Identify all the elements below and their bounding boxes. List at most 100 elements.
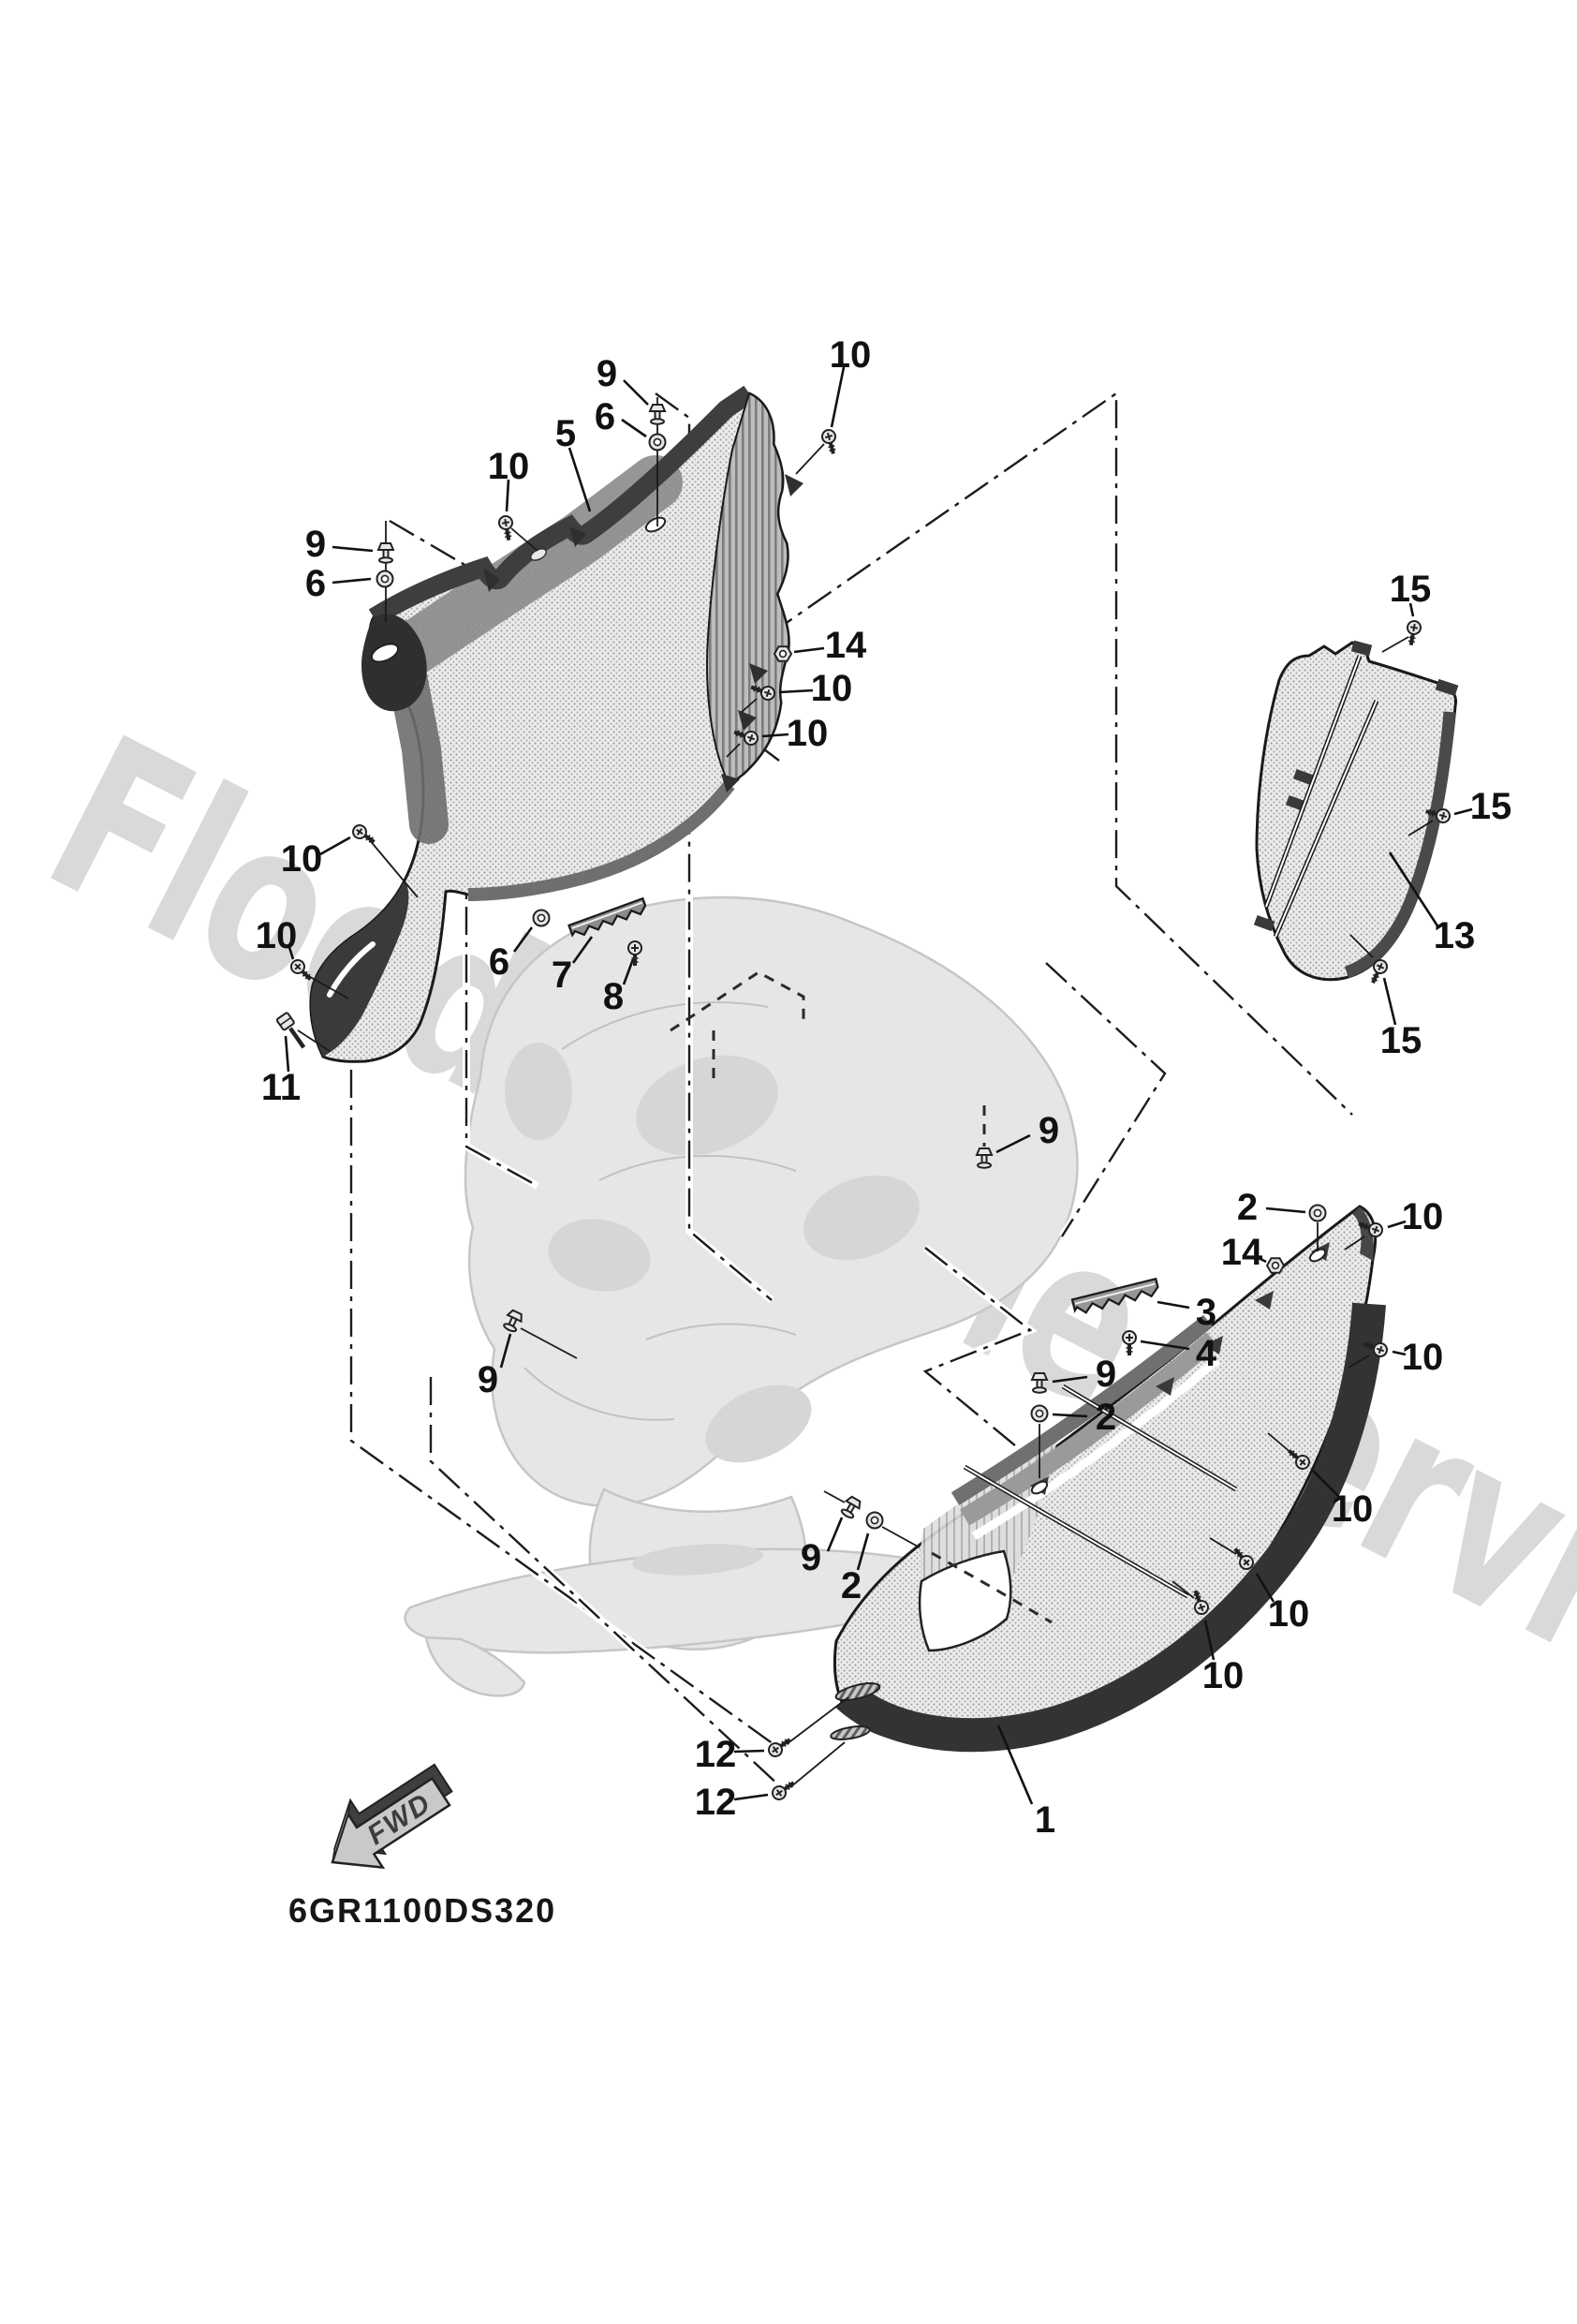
fastener-screw-icon — [1407, 620, 1422, 646]
long-screw-shaft-highlight — [1062, 1385, 1237, 1490]
callout-leader-line — [1203, 1620, 1216, 1661]
fastener-grommet-icon — [532, 909, 551, 927]
fastener-screw-icon — [1358, 1221, 1383, 1237]
fastener-grommet-icon — [376, 570, 394, 588]
fastener-bolt-icon — [275, 1012, 306, 1049]
part-1-bottom-cowling-starboard — [830, 1205, 1386, 1753]
fastener-screw-icon — [750, 685, 775, 701]
callout-leader-line — [793, 646, 825, 654]
callout-leader-line — [996, 1724, 1034, 1805]
fastener-axis-line — [304, 973, 349, 999]
fastener-axis-line — [1348, 1354, 1370, 1369]
part-3-clamp-bracket — [1070, 1277, 1159, 1314]
callout-leader-line — [332, 577, 372, 585]
hidden-edge-dashed-line — [931, 1551, 1053, 1624]
callout-label-5: 5 — [555, 413, 576, 454]
diagram-code: 6GR1100DS320 — [288, 1891, 556, 1930]
ghost-powerhead — [464, 896, 1079, 1507]
fastener-grommet-icon — [865, 1511, 884, 1530]
callout-leader-line — [1256, 1255, 1267, 1264]
callout-label-9: 9 — [597, 353, 617, 394]
callout-leader-line — [1392, 1350, 1407, 1356]
fastener-screw-icon — [772, 1781, 795, 1800]
callout-leader-line — [332, 545, 374, 553]
callout-leader-line — [571, 936, 594, 964]
fastener-grommet-icon — [1308, 1204, 1327, 1222]
callout-label-14: 14 — [825, 625, 867, 666]
fastener-axis-line — [726, 743, 741, 758]
callout-leader-line — [1408, 602, 1415, 617]
callout-leader-line — [623, 379, 649, 406]
callout-leader-line — [733, 1749, 765, 1754]
callout-leader-line — [512, 926, 534, 953]
fastener-screw-icon — [821, 429, 836, 454]
callout-leader-line — [1382, 977, 1397, 1026]
fastener-clip-icon — [648, 404, 667, 425]
callout-label-6: 6 — [305, 563, 326, 604]
fastener-axis-line — [795, 443, 825, 475]
fastener-clip-icon — [840, 1495, 862, 1519]
callout-label-15: 15 — [1380, 1020, 1422, 1061]
fastener-clip-icon — [1030, 1372, 1049, 1394]
part-7-clamp-bracket — [567, 896, 647, 938]
callout-label-6: 6 — [595, 396, 615, 437]
fastener-axis-line — [510, 527, 538, 552]
callout-label-4: 4 — [1196, 1333, 1217, 1374]
callout-leader-line — [778, 688, 814, 694]
callout-label-2: 2 — [1096, 1397, 1116, 1438]
callout-label-6: 6 — [489, 941, 509, 983]
callout-leader-line — [1453, 807, 1473, 816]
callout-label-10: 10 — [830, 334, 872, 376]
fastener-screw-icon — [1363, 1341, 1388, 1357]
fastener-axis-line — [1408, 820, 1434, 836]
fastener-screw-icon — [1233, 1547, 1254, 1570]
fastener-axis-line — [368, 838, 419, 898]
long-screw-shaft-highlight — [964, 1466, 1188, 1597]
fastener-screw-icon — [498, 515, 513, 541]
engine-silhouette-ghost — [404, 896, 1079, 1697]
fastener-screw-icon — [290, 959, 312, 981]
callout-label-7: 7 — [552, 955, 572, 996]
fastener-nut-icon — [1265, 1257, 1286, 1274]
fastener-grommet-icon — [1030, 1404, 1049, 1423]
boundary-chain-line — [768, 391, 1353, 1116]
callout-label-10: 10 — [488, 446, 530, 487]
boundary-chain-line — [349, 974, 774, 1745]
callout-leader-line — [1387, 1220, 1407, 1229]
callout-label-10: 10 — [1202, 1655, 1245, 1696]
fastener-axis-line — [789, 1741, 846, 1788]
callout-leader-line — [622, 958, 635, 985]
callout-leader-line — [567, 447, 592, 512]
fastener-screw-icon — [1425, 808, 1451, 823]
callout-label-10: 10 — [811, 668, 853, 709]
fastener-axis-line — [1267, 1432, 1293, 1455]
callout-label-3: 3 — [1196, 1292, 1216, 1333]
callout-leader-line — [826, 1517, 844, 1552]
callout-label-10: 10 — [281, 838, 323, 880]
callout-label-10: 10 — [1332, 1488, 1374, 1530]
callout-label-9: 9 — [478, 1359, 498, 1400]
callout-label-10: 10 — [787, 713, 829, 754]
fastener-grommet-icon — [648, 433, 667, 451]
callout-leader-line — [830, 366, 846, 428]
fastener-screw-icon — [1193, 1590, 1209, 1615]
callout-leader-line — [319, 836, 351, 856]
callout-label-10: 10 — [1402, 1337, 1444, 1378]
callout-label-15: 15 — [1470, 786, 1512, 827]
fastener-clip-icon — [503, 1309, 523, 1333]
fastener-axis-layer — [297, 397, 1434, 1788]
callout-leader-line — [505, 479, 510, 512]
callout-label-1: 1 — [1035, 1799, 1055, 1841]
callout-label-9: 9 — [1039, 1110, 1059, 1151]
ghost-skeg-fin — [424, 1636, 526, 1697]
fastener-axis-line — [786, 1696, 849, 1745]
callout-leader-line — [1140, 1340, 1190, 1351]
fastener-axis-line — [1209, 1537, 1237, 1555]
callout-label-12: 12 — [695, 1734, 737, 1775]
callout-leader-line — [499, 1333, 512, 1369]
boundary-chain-line — [429, 1377, 782, 1788]
callout-leader-line — [856, 1532, 870, 1571]
callout-label-12: 12 — [695, 1782, 737, 1823]
